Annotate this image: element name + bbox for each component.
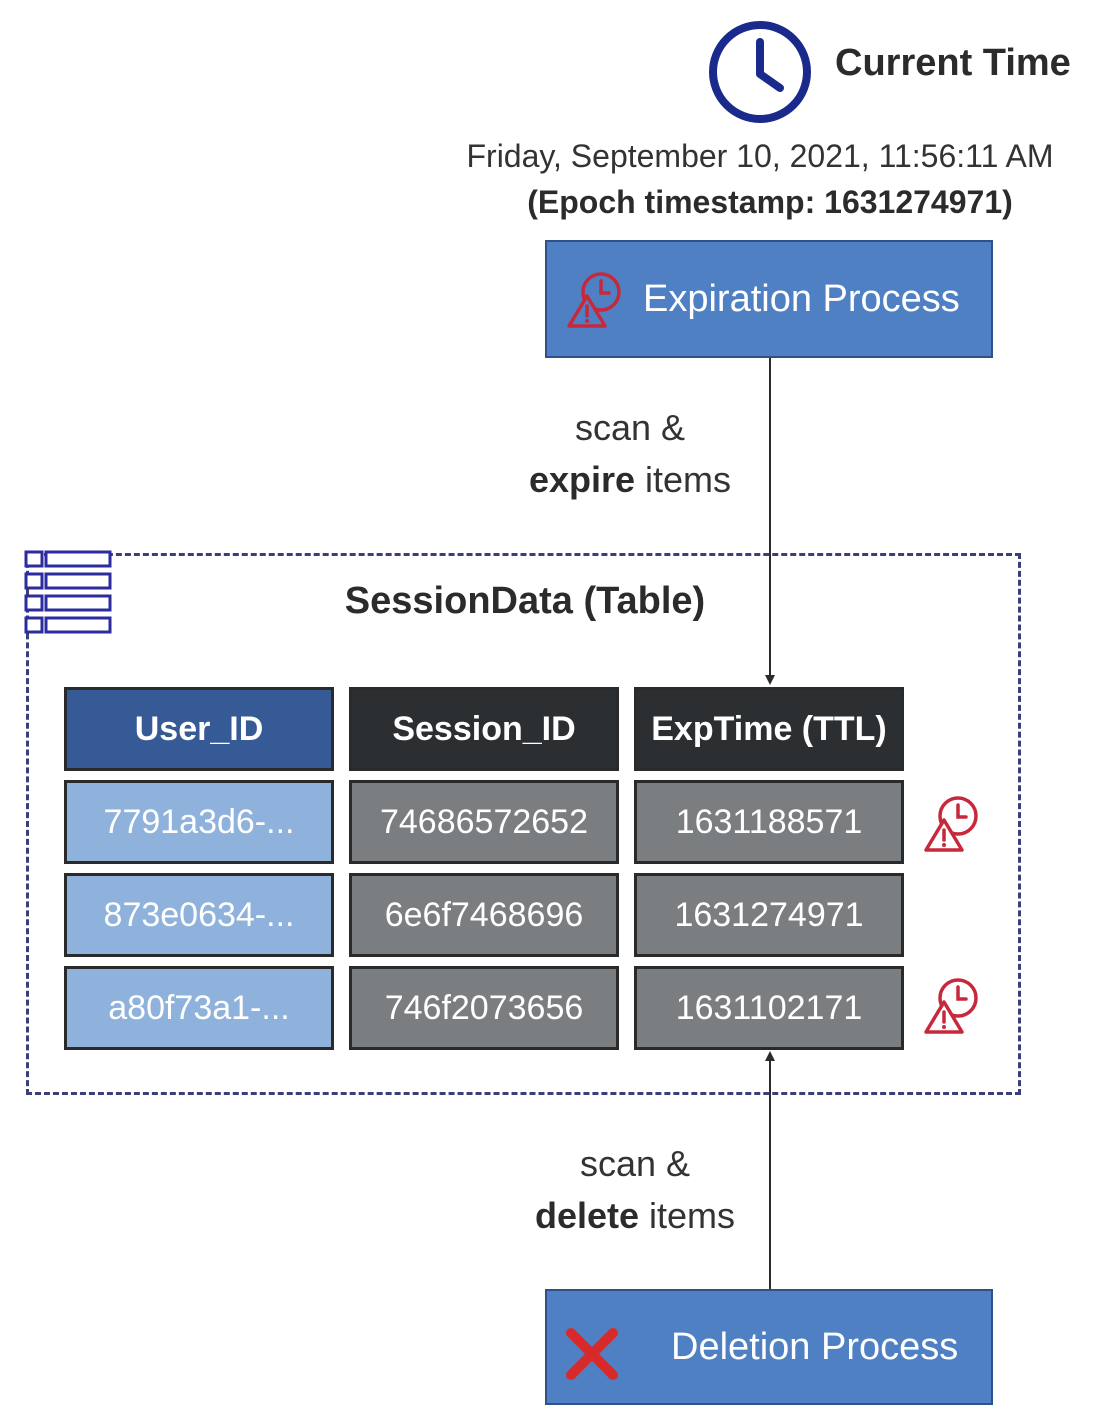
red-x-icon <box>566 1328 618 1380</box>
session-table-container <box>26 553 1021 1095</box>
header-exp-time: ExpTime (TTL) <box>634 687 904 771</box>
row1-expired-alarm-icon <box>924 796 978 852</box>
expiration-process-box: Expiration Process <box>545 240 993 358</box>
deletion-process-box: Deletion Process <box>545 1289 993 1405</box>
row3-expired-alarm-icon <box>924 978 978 1034</box>
table-title: SessionData (Table) <box>344 580 706 622</box>
alarm-warning-icon <box>567 272 621 328</box>
current-time-title: Current Time <box>835 42 1071 84</box>
table-icon <box>24 550 112 634</box>
expire-edge-rest: items <box>635 459 732 500</box>
header-user-id: User_ID <box>64 687 334 771</box>
current-date-text: Friday, September 10, 2021, 11:56:11 AM <box>466 138 1054 174</box>
header-session-id: Session_ID <box>349 687 619 771</box>
row2-user-id: 873e0634-... <box>64 873 334 957</box>
row3-exp-time: 1631102171 <box>634 966 904 1050</box>
row3-session-id: 746f2073656 <box>349 966 619 1050</box>
delete-edge-label: scan & delete items <box>480 1138 790 1242</box>
expire-edge-label: scan & expire items <box>480 402 780 506</box>
delete-edge-rest: items <box>639 1195 736 1236</box>
row1-exp-time: 1631188571 <box>634 780 904 864</box>
delete-edge-line1: scan & <box>579 1143 691 1184</box>
expiration-process-label: Expiration Process <box>643 277 960 320</box>
expire-edge-line1: scan & <box>574 407 686 448</box>
epoch-timestamp-text: (Epoch timestamp: 1631274971) <box>527 184 1013 220</box>
row3-user-id: a80f73a1-... <box>64 966 334 1050</box>
deletion-process-label: Deletion Process <box>671 1325 959 1368</box>
row2-session-id: 6e6f7468696 <box>349 873 619 957</box>
delete-edge-bold: delete <box>534 1195 640 1236</box>
clock-icon <box>709 21 811 123</box>
row1-user-id: 7791a3d6-... <box>64 780 334 864</box>
expire-edge-bold: expire <box>528 459 636 500</box>
row2-exp-time: 1631274971 <box>634 873 904 957</box>
row1-session-id: 74686572652 <box>349 780 619 864</box>
